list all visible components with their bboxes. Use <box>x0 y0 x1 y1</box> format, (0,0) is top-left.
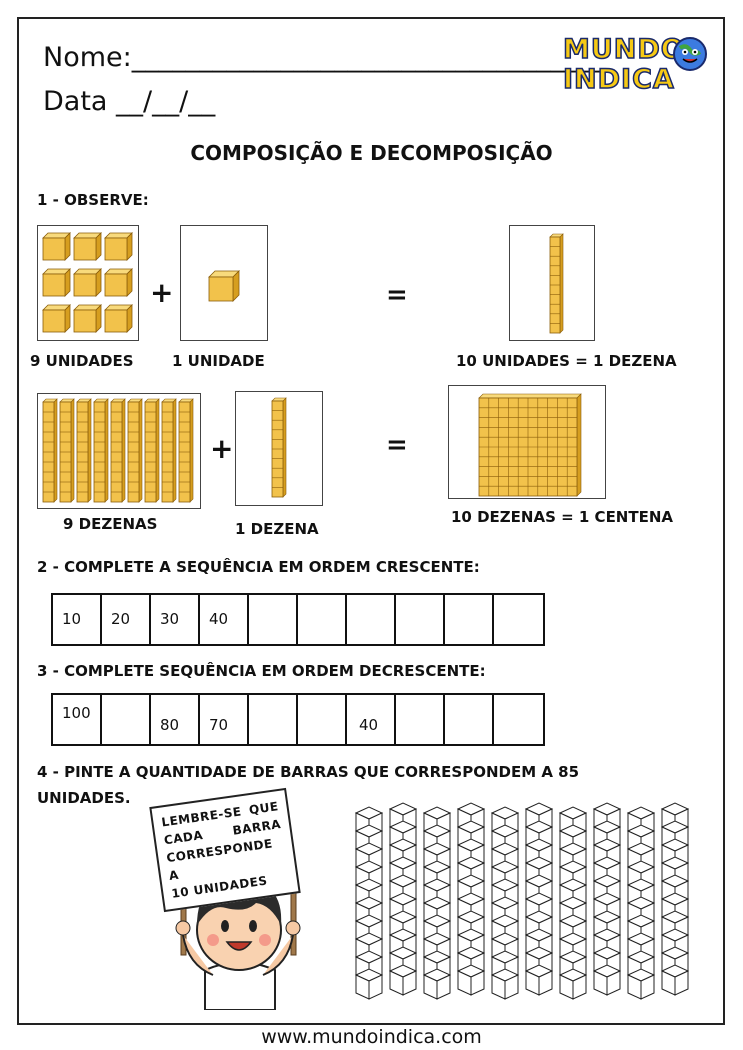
unit-cube <box>73 268 102 297</box>
seq-cell[interactable] <box>396 695 445 744</box>
seq-cell[interactable] <box>298 595 347 644</box>
outline-bar <box>422 806 452 1000</box>
unit-cube <box>42 268 71 297</box>
seq-cell[interactable] <box>249 695 298 744</box>
outline-bar <box>558 806 588 1000</box>
unit-cube <box>104 232 133 261</box>
outline-bar <box>592 802 622 996</box>
nine-tens-box <box>37 393 201 509</box>
seq-cell[interactable]: 10 <box>53 595 102 644</box>
seq-cell[interactable] <box>347 595 396 644</box>
q4-heading-line2: UNIDADES. <box>37 789 131 807</box>
seq-cell[interactable] <box>396 595 445 644</box>
q4-heading-line1: 4 - PINTE A QUANTIDADE DE BARRAS QUE COR… <box>37 763 580 781</box>
name-field: Nome:___________________________________ <box>43 42 605 73</box>
ten-bars-to-paint <box>354 802 690 1000</box>
descending-sequence: 100 80 70 40 <box>51 693 545 746</box>
seq-cell[interactable] <box>249 595 298 644</box>
equals-sign-2: = <box>386 430 408 460</box>
unit-cube <box>73 232 102 261</box>
one-unit-box <box>180 225 268 341</box>
outline-bar <box>490 806 520 1000</box>
caption-1-ten: 10 UNIDADES = 1 DEZENA <box>456 352 677 370</box>
q3-heading: 3 - COMPLETE SEQUÊNCIA EM ORDEM DECRESCE… <box>37 662 486 680</box>
seq-cell[interactable] <box>445 595 494 644</box>
ten-rod <box>93 398 109 503</box>
reminder-sign: LEMBRE-SE QUE CADA BARRA CORRESPONDE A 1… <box>149 787 301 913</box>
ten-unit-rod <box>549 233 564 334</box>
outline-bar <box>354 806 384 1000</box>
ten-rod <box>127 398 143 503</box>
ten-rod <box>110 398 126 503</box>
nine-ten-rods <box>42 398 194 503</box>
q2-heading: 2 - COMPLETE A SEQUÊNCIA EM ORDEM CRESCE… <box>37 558 480 576</box>
seq-cell[interactable]: 20 <box>102 595 151 644</box>
unit-cube <box>208 270 240 302</box>
unit-cube <box>73 304 102 333</box>
logo-line-2: INDICA <box>562 63 675 96</box>
seq-cell[interactable]: 40 <box>200 595 249 644</box>
ten-rod <box>76 398 92 503</box>
worksheet-border <box>17 17 725 1025</box>
ten-rod <box>549 233 564 334</box>
outline-bar <box>388 802 418 996</box>
caption-9-units: 9 UNIDADES <box>30 352 134 370</box>
ascending-sequence: 10 20 30 40 <box>51 593 545 646</box>
seq-cell[interactable] <box>445 695 494 744</box>
caption-1-ten-b: 1 DEZENA <box>235 520 319 538</box>
nine-unit-cubes <box>42 232 133 333</box>
one-ten-box <box>235 391 323 506</box>
plus-sign-1: + <box>150 276 174 309</box>
globe-mascot-icon <box>673 37 707 71</box>
unit-cube <box>104 304 133 333</box>
equals-sign-1: = <box>386 280 408 310</box>
seq-cell[interactable] <box>298 695 347 744</box>
unit-cube <box>42 304 71 333</box>
one-unit-cube <box>208 270 240 302</box>
caption-1-unit: 1 UNIDADE <box>172 352 265 370</box>
outline-bar <box>626 806 656 1000</box>
mundo-indica-logo: MUNDO INDICA <box>560 33 720 96</box>
logo-line-1: MUNDO <box>562 33 685 66</box>
seq-cell[interactable] <box>102 695 151 744</box>
seq-cell[interactable]: 80 <box>151 695 200 744</box>
one-ten-rod <box>271 397 287 498</box>
ten-rod <box>59 398 75 503</box>
outline-bar <box>456 802 486 996</box>
seq-cell[interactable]: 30 <box>151 595 200 644</box>
ten-rod <box>271 397 287 498</box>
q1-heading: 1 - OBSERVE: <box>37 191 149 209</box>
ten-rod <box>42 398 58 503</box>
nine-units-box <box>37 225 139 341</box>
unit-cube <box>104 268 133 297</box>
ten-units-box <box>509 225 595 341</box>
unit-cube <box>42 232 71 261</box>
caption-1-hundred: 10 DEZENAS = 1 CENTENA <box>451 508 674 526</box>
hundred-flat <box>478 393 582 497</box>
ten-rod <box>144 398 160 503</box>
seq-cell[interactable]: 40 <box>347 695 396 744</box>
caption-9-tens: 9 DEZENAS <box>63 515 158 533</box>
date-field: Data __/__/__ <box>43 86 216 117</box>
hundred-box <box>448 385 606 499</box>
page-title: COMPOSIÇÃO E DECOMPOSIÇÃO <box>190 141 553 165</box>
outline-bar <box>660 802 690 996</box>
seq-cell[interactable] <box>494 695 543 744</box>
boy-holding-sign-illustration <box>175 880 301 1010</box>
seq-cell[interactable] <box>494 595 543 644</box>
footer-url: www.mundoindica.com <box>261 1026 482 1048</box>
seq-cell[interactable]: 100 <box>53 695 102 744</box>
seq-cell[interactable]: 70 <box>200 695 249 744</box>
hundred-flat-grid <box>478 393 582 497</box>
plus-sign-2: + <box>210 432 234 465</box>
ten-rod <box>161 398 177 503</box>
ten-rod <box>178 398 194 503</box>
outline-bar <box>524 802 554 996</box>
